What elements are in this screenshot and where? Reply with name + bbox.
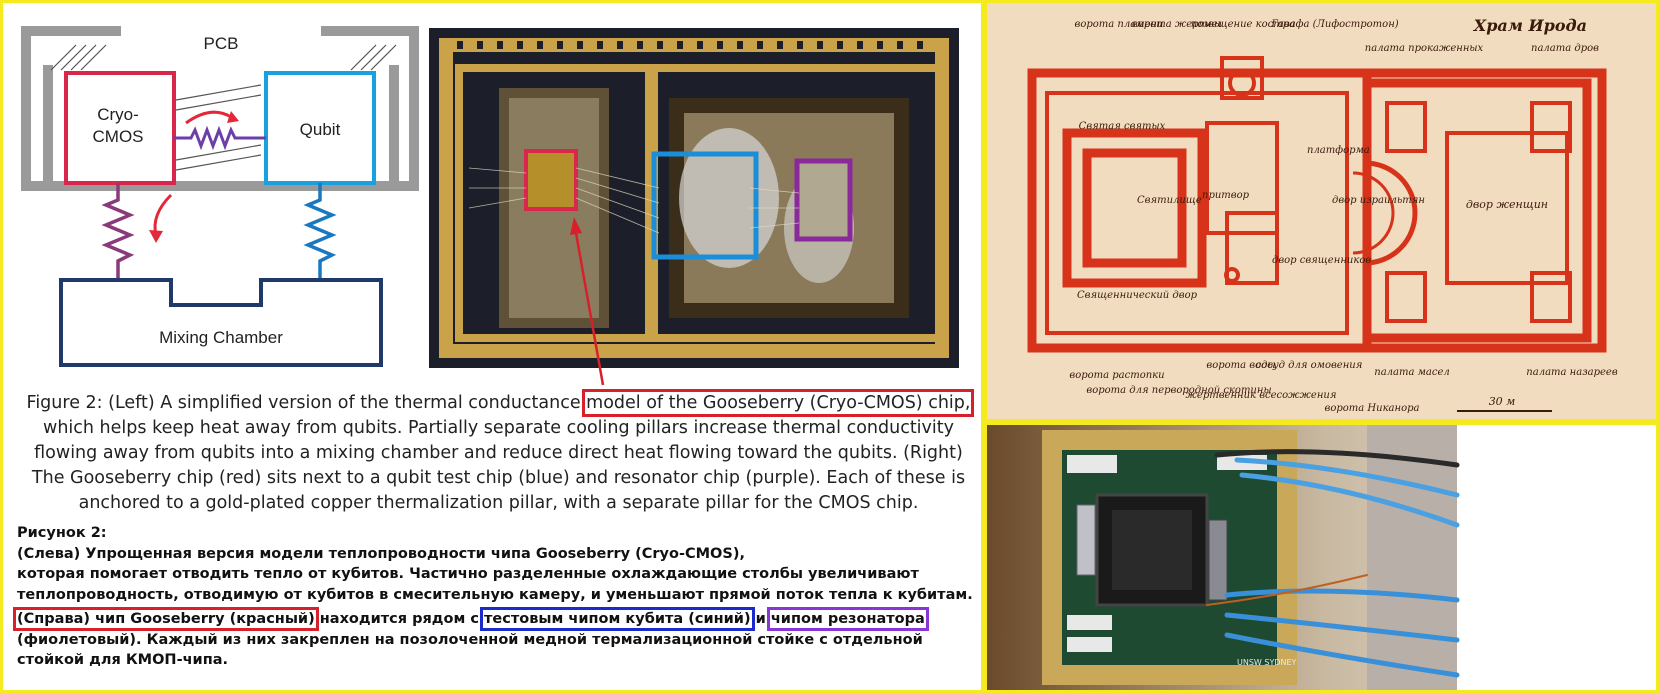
caption-ru-line1: (Слева) Упрощенная версия модели теплопр… xyxy=(17,545,745,562)
label-holy-of-holies: Святая святых xyxy=(1079,121,1166,132)
label-gate-nicanor: ворота Никанора xyxy=(1325,403,1420,414)
label-lepers: палата прокаженных xyxy=(1365,43,1484,54)
caption-en-highlight: model of the Gooseberry (Cryo-CMOS) chip… xyxy=(582,389,975,417)
left-figure-panel: PCB Cryo- CMOS Qubit Mixing Chamber xyxy=(0,0,984,693)
label-gate-firstborn: ворота для первородной скотины xyxy=(1086,385,1271,396)
temple-map-panel: Храм Ирода ворота пламени ворота жертвы … xyxy=(984,0,1659,422)
label-scale: 30 м xyxy=(1489,395,1516,408)
horizontal-resistor xyxy=(174,125,266,151)
caption-ru-hl-purple: чипом резонатора xyxy=(766,607,929,631)
label-gate-kindling: ворота растопки xyxy=(1069,370,1164,381)
qubit-chip-blue xyxy=(651,151,759,260)
label-platform: платформа xyxy=(1307,145,1370,156)
caption-ru-end: (фиолетовый). Каждый из них закреплен на… xyxy=(17,631,923,669)
pointer-arrow xyxy=(570,217,605,386)
label-gavafa: Гавафа (Лифостротон) xyxy=(1270,19,1398,30)
caption-ru-hl-blue: тестовым чипом кубита (синий) xyxy=(480,607,755,631)
qubit-pillar-resistor xyxy=(303,183,337,280)
gooseberry-chip-red xyxy=(524,149,578,211)
cryostat-photo: UNSW SYDNEY xyxy=(987,425,1656,690)
label-gate-water: ворота воды xyxy=(1206,360,1275,371)
label-gate-flame: ворота пламени xyxy=(1075,19,1164,30)
caption-russian: Рисунок 2: (Слева) Упрощенная версия мод… xyxy=(13,523,977,671)
board-brand: UNSW SYDNEY xyxy=(1237,658,1297,667)
caption-english: Figure 2: (Left) A simplified version of… xyxy=(21,389,976,516)
cryostat-photo-panel: UNSW SYDNEY xyxy=(984,422,1659,693)
pcb-label: PCB xyxy=(204,34,239,53)
label-priests-court-2: двор священников xyxy=(1272,255,1371,266)
label-wood: палата дров xyxy=(1531,43,1599,54)
label-court-israel: двор израильтян xyxy=(1332,195,1425,206)
label-oils: палата масел xyxy=(1374,367,1450,378)
caption-ru-hl-red: (Справа) чип Gooseberry (красный) xyxy=(13,607,319,631)
label-priests-court: Священнический двор xyxy=(1077,290,1198,301)
caption-ru-mid2: и xyxy=(750,611,771,627)
heat-arrow-down xyxy=(153,193,173,236)
chip-photo xyxy=(429,28,959,368)
label-porch: притвор xyxy=(1202,190,1250,201)
qubit-label: Qubit xyxy=(300,120,341,139)
cryo-cmos-box xyxy=(64,71,176,185)
mixing-chamber-label: Mixing Chamber xyxy=(159,328,283,347)
caption-en-part1: Figure 2: (Left) A simplified version of… xyxy=(26,393,587,413)
label-women-court: двор женщин xyxy=(1466,198,1548,211)
cmos-pillar-resistor xyxy=(101,183,135,280)
label-gate-sacrifice: ворота жертвы xyxy=(1132,19,1222,30)
resonator-chip-purple xyxy=(794,158,853,242)
cryo-cmos-label-1: Cryo- xyxy=(97,105,139,124)
label-altar: жертвенник всесожжения xyxy=(1186,390,1337,401)
label-laver: сосуд для омовения xyxy=(1256,360,1363,371)
temple-map: Храм Ирода ворота пламени ворота жертвы … xyxy=(987,3,1656,419)
thermal-schematic: PCB Cryo- CMOS Qubit Mixing Chamber xyxy=(21,25,419,367)
caption-ru-line3: (Справа) чип Gooseberry (красный) находи… xyxy=(13,607,977,671)
label-nazirites: палата назареев xyxy=(1526,367,1618,378)
caption-ru-mid1: находится рядом с xyxy=(314,611,485,627)
caption-ru-heading: Рисунок 2: xyxy=(17,525,107,541)
label-room-fire: помещение костра xyxy=(1191,19,1295,30)
label-sanctuary: Святилище xyxy=(1137,195,1202,206)
mixing-chamber-box xyxy=(59,278,383,367)
caption-ru-line2: которая помогает отводить тепло от кубит… xyxy=(17,566,973,603)
cryo-cmos-label-2: CMOS xyxy=(93,127,144,146)
caption-en-part2: which helps keep heat away from qubits. … xyxy=(31,418,966,513)
heat-arrow-right xyxy=(185,110,232,125)
temple-title: Храм Ирода xyxy=(1473,16,1587,35)
